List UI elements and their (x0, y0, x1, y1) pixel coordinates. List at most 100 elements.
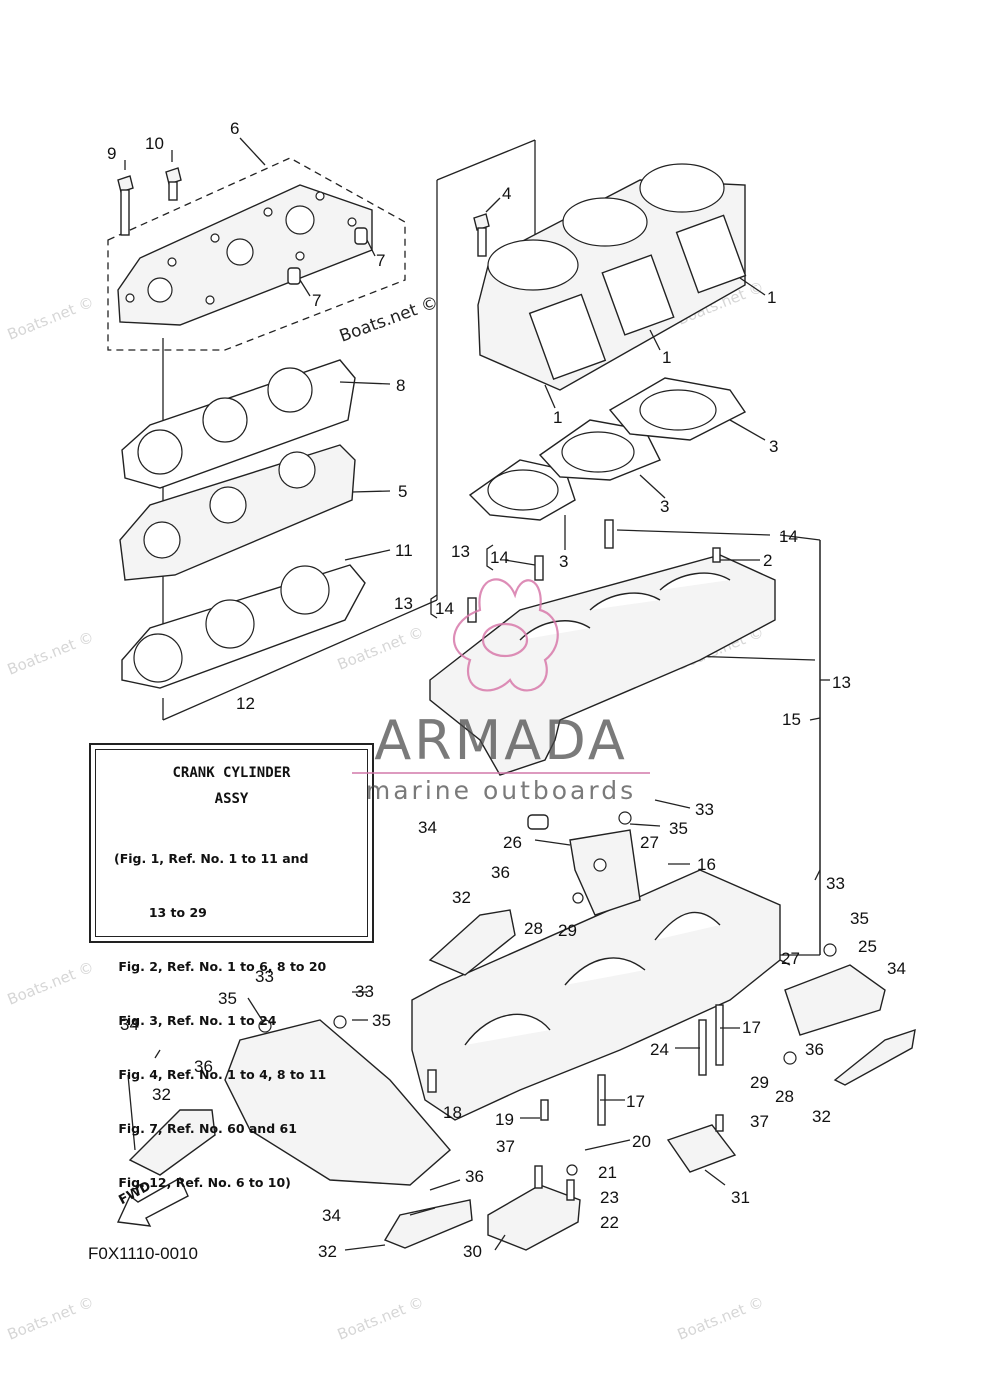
callout-label: 17 (742, 1018, 761, 1037)
callout-label: 5 (398, 482, 407, 501)
brand-tagline: marine outboards (365, 776, 637, 805)
callout-label: 11 (395, 541, 413, 560)
legend-title: CRANK CYLINDER ASSY (96, 760, 367, 812)
callout-label: 15 (782, 710, 801, 729)
callout-label: 8 (396, 376, 405, 395)
callout-label: 18 (443, 1103, 462, 1122)
callouts: 9 10 6 7 7 4 1 1 1 8 5 11 12 3 3 3 14 2 … (107, 119, 906, 1261)
callout-label: 24 (650, 1040, 669, 1059)
callout-label: 17 (626, 1092, 645, 1111)
callout-label: 34 (322, 1206, 341, 1225)
callout-label: 33 (255, 967, 274, 986)
callout-label: 25 (858, 937, 877, 956)
legend-line: Fig. 7, Ref. No. 60 and 61 (114, 1121, 297, 1136)
callout-label: 6 (230, 119, 239, 138)
callout-label: 33 (355, 982, 374, 1001)
callout-label: 35 (218, 989, 237, 1008)
watermark: Boats.net © (5, 958, 97, 1009)
callout-label: 32 (812, 1107, 831, 1126)
base-gasket-3 (468, 377, 747, 521)
legend-line: Fig. 3, Ref. No. 1 to 24 (114, 1013, 277, 1028)
callout-label: 28 (524, 919, 543, 938)
legend-line: Fig. 12, Ref. No. 6 to 10) (114, 1175, 291, 1190)
legend-lines: (Fig. 1, Ref. No. 1 to 11 and 13 to 29 F… (114, 814, 361, 1228)
callout-label: 13 (451, 542, 470, 561)
bolt-10 (165, 167, 182, 201)
callout-label: 36 (465, 1167, 484, 1186)
callout-label: 1 (553, 408, 562, 427)
callout-label: 34 (887, 959, 906, 978)
cylinder-block-1 (477, 163, 747, 391)
callout-label: 20 (632, 1132, 651, 1151)
callout-label: 9 (107, 144, 116, 163)
callout-label: 34 (418, 818, 437, 837)
engine-mount-32 (128, 909, 916, 1249)
bracket-25 (784, 964, 886, 1036)
washers (258, 811, 837, 1176)
callout-label: 26 (503, 833, 522, 852)
callout-label: 29 (558, 921, 577, 940)
bracket-marks (430, 540, 821, 955)
callout-label: 35 (669, 819, 688, 838)
plug-7 (287, 227, 368, 285)
watermark: Boats.net © (5, 293, 97, 344)
callout-label: 7 (376, 251, 385, 270)
callout-label: 3 (559, 552, 568, 571)
callout-label: 35 (372, 1011, 391, 1030)
cylinder-head-group-outline (107, 157, 406, 351)
callout-label: 23 (600, 1188, 619, 1207)
callout-label: 32 (152, 1085, 171, 1104)
callout-label: 33 (695, 800, 714, 819)
callout-label: 32 (452, 888, 471, 907)
leader-lines (127, 137, 830, 1251)
diagram-code: F0X1110-0010 (88, 1244, 198, 1263)
head-gasket-8 (121, 359, 356, 489)
callout-label: 37 (750, 1112, 769, 1131)
callout-label: 36 (491, 863, 510, 882)
callout-label: 36 (194, 1057, 213, 1076)
callout-label: 14 (779, 527, 798, 546)
callout-label: 32 (318, 1242, 337, 1261)
legend-line: (Fig. 1, Ref. No. 1 to 11 and (114, 851, 309, 866)
callout-label: 7 (312, 291, 321, 310)
watermark: Boats.net © (335, 623, 427, 674)
callout-label: 16 (697, 855, 716, 874)
legend-line: 13 to 29 (114, 905, 207, 920)
legend-title-line: ASSY (214, 791, 249, 807)
callout-label: 34 (120, 1015, 139, 1034)
watermark: Boats.net © (675, 1293, 767, 1344)
brand-name: ARMADA (374, 709, 628, 772)
cylinder-head (117, 184, 373, 326)
callout-label: 22 (600, 1213, 619, 1232)
callout-label: 13 (832, 673, 851, 692)
callout-label: 28 (775, 1087, 794, 1106)
legend-inner: CRANK CYLINDER ASSY (Fig. 1, Ref. No. 1 … (95, 749, 368, 1190)
callout-label: 1 (767, 288, 776, 307)
brand-rule (352, 772, 650, 774)
crankcase-cover (224, 1019, 451, 1186)
callout-label: 3 (769, 437, 778, 456)
callout-label: 36 (805, 1040, 824, 1059)
callout-label: 3 (660, 497, 669, 516)
pins (467, 519, 721, 623)
legend-title-line: CRANK CYLINDER (172, 765, 291, 781)
callout-label: 31 (731, 1188, 750, 1207)
callout-label: 13 (394, 594, 413, 613)
brand-watermark: ARMADA marine outboards (348, 712, 654, 806)
callout-label: 12 (236, 694, 255, 713)
watermark: Boats.net © (5, 628, 97, 679)
fwd-arrow-icon (116, 1177, 189, 1227)
callout-label: 14 (490, 548, 509, 567)
bolt-9 (117, 175, 134, 236)
callout-label: 21 (598, 1163, 617, 1182)
callout-label: 35 (850, 909, 869, 928)
callout-label: 29 (750, 1073, 769, 1092)
callout-label: 4 (502, 184, 511, 203)
legend-line: Fig. 4, Ref. No. 1 to 4, 8 to 11 (114, 1067, 327, 1082)
callout-label: 1 (662, 348, 671, 367)
bushing-15 (527, 814, 549, 830)
callout-label: 30 (463, 1242, 482, 1261)
head-cover-5 (119, 444, 356, 581)
callout-label: 27 (781, 949, 800, 968)
